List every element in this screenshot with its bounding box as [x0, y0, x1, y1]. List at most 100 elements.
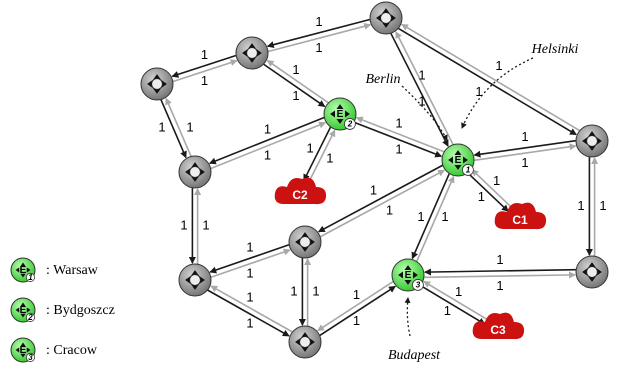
link-arrow-backward	[307, 129, 336, 183]
legend-label: : Bydgoszcz	[46, 303, 115, 318]
link-weight-label: 1	[201, 47, 208, 62]
link-e2-e1: 11	[353, 115, 445, 158]
link-weight-label: 1	[441, 209, 448, 224]
legend-item-2: E2 : Bydgoszcz	[10, 297, 115, 323]
link-tl-e2: 11	[263, 59, 329, 108]
link-cc-l2: 11	[209, 239, 291, 280]
link-arrow-backward	[401, 23, 581, 132]
link-weight-label: 1	[493, 173, 500, 188]
cloud-label: C1	[512, 213, 528, 227]
city-pointer-helsinki	[461, 57, 534, 129]
link-weight-label: 1	[326, 150, 333, 165]
link-weight-label: 1	[395, 141, 402, 156]
legend-item-3: E3 : Cracow	[10, 337, 98, 363]
link-weight-label: 1	[577, 198, 584, 213]
link-weight-label: 1	[599, 198, 606, 213]
link-weight-label: 1	[246, 265, 253, 280]
router-icon	[288, 325, 322, 359]
link-weight-label: 1	[455, 284, 462, 299]
city-pointer-berlin	[401, 85, 448, 141]
link-arrow-backward	[424, 271, 577, 279]
cloud-label: C2	[292, 188, 308, 202]
city-label-helsinki: Helsinki	[531, 42, 579, 57]
edge-node-icon: E2	[10, 297, 36, 323]
link-weight-label: 1	[521, 129, 528, 144]
cloud-label: C3	[490, 323, 506, 337]
cloud-c3: C3	[472, 312, 525, 340]
link-arrow-forward	[263, 63, 326, 108]
link-arrow-forward	[397, 27, 577, 136]
edge-node-letter: E	[20, 265, 27, 276]
link-arrow-forward	[303, 126, 332, 182]
link-arrow-backward	[165, 97, 192, 157]
link-weight-label: 1	[370, 182, 377, 197]
link-weight-label: 1	[246, 289, 253, 304]
link-weight-label: 1	[521, 155, 528, 170]
link-weight-label: 1	[417, 209, 424, 224]
link-weight-label: 1	[418, 67, 425, 82]
link-e1-c1: 11	[467, 169, 513, 212]
link-e1-cc: 11	[317, 164, 446, 238]
link-arrow-forward	[208, 116, 325, 165]
link-weight-label: 1	[478, 189, 485, 204]
router-icon	[178, 263, 212, 297]
link-arrow-forward	[171, 54, 237, 78]
router-icon	[140, 67, 174, 101]
link-weight-label: 1	[246, 315, 253, 330]
edge-node-letter: E	[405, 270, 412, 281]
edge-node-icon: E3	[10, 337, 36, 363]
link-arrow-forward	[266, 18, 371, 49]
router-icon	[178, 155, 212, 189]
link-top-tl: 11	[266, 14, 372, 55]
link-weight-label: 1	[202, 217, 209, 232]
link-weight-label: 1	[307, 141, 314, 156]
legend-label: : Warsaw	[46, 263, 99, 278]
edge-node-index: 2	[347, 120, 353, 129]
legend-item-1: E1: Warsaw	[10, 257, 99, 283]
link-arrow-forward	[423, 268, 576, 276]
location-pointers-layer	[401, 57, 534, 337]
edge-node-icon: E2	[323, 97, 357, 131]
edge-node-index: 3	[416, 281, 421, 290]
link-weight-label: 1	[496, 252, 503, 267]
city-label-berlin: Berlin	[366, 72, 401, 87]
link-top-e1: 11	[390, 31, 454, 147]
edge-node-index: 2	[27, 313, 33, 322]
cloud-shape	[472, 312, 525, 340]
link-arrow-forward	[317, 164, 444, 233]
link-arrow-backward	[474, 143, 577, 162]
link-weight-label: 1	[158, 119, 165, 134]
router-icon	[575, 124, 609, 158]
link-weight-label: 1	[386, 202, 393, 217]
link-weight-label: 1	[418, 93, 425, 108]
edge-node-index: 1	[466, 166, 471, 175]
link-arrow-backward	[267, 22, 372, 53]
link-weight-label: 1	[315, 14, 322, 29]
link-weight-label: 1	[292, 62, 299, 77]
link-weight-label: 1	[353, 287, 360, 302]
edge-node-letter: E	[455, 155, 462, 166]
link-weight-label: 1	[444, 303, 451, 318]
link-e2-l1: 11	[208, 116, 327, 170]
link-weight-label: 1	[264, 147, 271, 162]
link-arrow-forward	[160, 99, 187, 159]
city-pointer-budapest	[404, 297, 411, 337]
link-weight-label: 1	[180, 217, 187, 232]
link-weight-label: 1	[292, 88, 299, 103]
link-arrow-backward	[395, 31, 454, 145]
cloud-shape	[274, 177, 327, 205]
edge-node-icon: E1	[441, 143, 475, 177]
edge-node-letter: E	[337, 109, 344, 120]
edge-node-letter: E	[20, 305, 27, 316]
legend-label: : Cracow	[46, 343, 98, 358]
link-arrow-backward	[355, 116, 445, 153]
